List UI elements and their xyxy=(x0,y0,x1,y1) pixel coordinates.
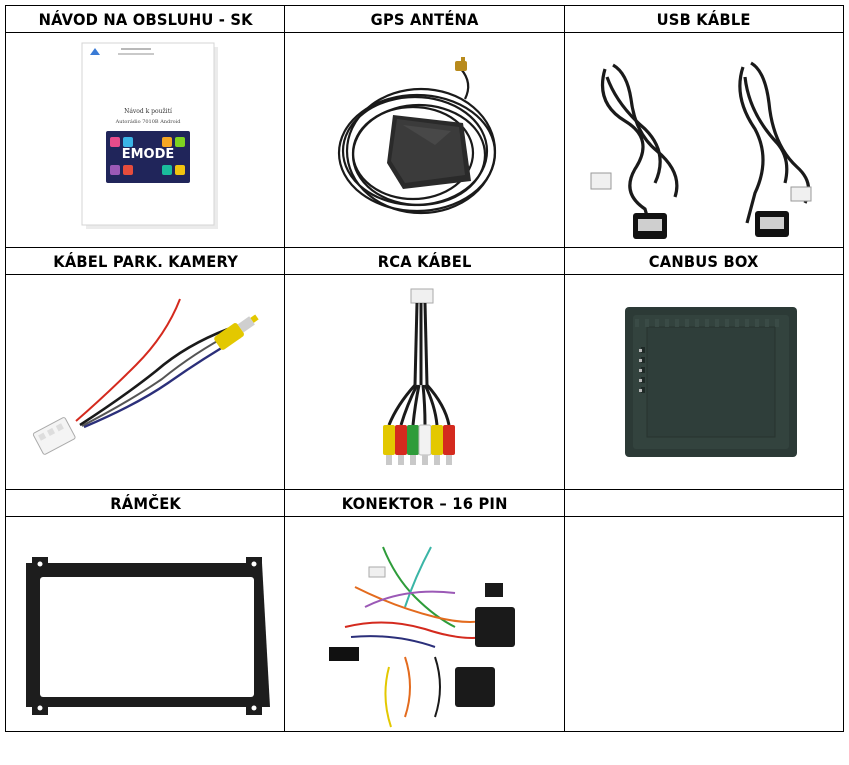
item-title: RÁMČEK xyxy=(16,489,275,517)
empty-cell xyxy=(563,516,845,732)
rca-cable-icon xyxy=(383,288,456,465)
frame-icon xyxy=(26,557,270,715)
package-contents-table: NÁVOD NA OBSLUHU - SK GPS ANTÉNA USB KÁB… xyxy=(4,5,845,732)
connector-harness-icon xyxy=(329,546,516,728)
manual-line-1: Návod k použití xyxy=(124,108,172,115)
item-title: KONEKTOR – 16 PIN xyxy=(295,489,554,517)
item-image-cell xyxy=(284,274,565,490)
item-image-cell: Návod k použití Autorádio 7010B Android … xyxy=(4,32,286,248)
usb-cable-icon xyxy=(590,61,812,239)
manual-logo: EMODE xyxy=(122,147,175,162)
manual-booklet-icon: Návod k použití Autorádio 7010B Android … xyxy=(81,42,218,229)
item-image-cell xyxy=(563,274,845,490)
item-title: RCA KÁBEL xyxy=(295,247,554,275)
item-image-cell xyxy=(284,516,565,732)
item-image-cell xyxy=(284,32,565,248)
item-image-cell xyxy=(563,32,845,248)
item-title: KÁBEL PARK. KAMERY xyxy=(16,247,275,275)
item-title-empty xyxy=(574,489,833,517)
camera-cable-icon xyxy=(32,298,259,455)
item-image-cell xyxy=(4,516,286,732)
item-title: NÁVOD NA OBSLUHU - SK xyxy=(16,5,275,33)
gps-antenna-icon xyxy=(338,57,497,215)
item-title: GPS ANTÉNA xyxy=(295,5,554,33)
item-title: USB KÁBLE xyxy=(574,5,833,33)
canbus-box-icon xyxy=(624,307,797,457)
item-image-cell xyxy=(4,274,286,490)
item-title: CANBUS BOX xyxy=(574,247,833,275)
manual-line-2: Autorádio 7010B Android xyxy=(115,118,182,125)
